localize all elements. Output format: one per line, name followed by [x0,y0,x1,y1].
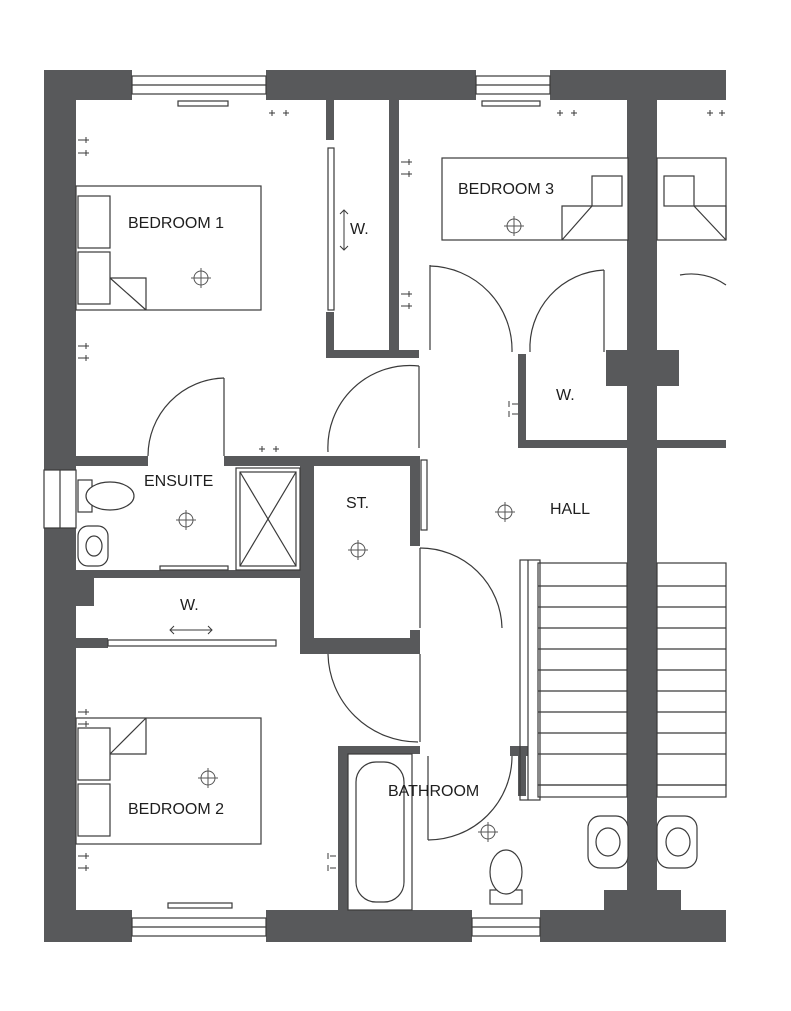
light-bed2 [198,768,218,788]
windows [43,75,551,937]
label-ensuite: ENSUITE [144,473,213,490]
doors [147,265,727,841]
label-bedroom-2: BEDROOM 2 [128,801,224,818]
furniture [75,147,727,911]
sockets [78,110,725,871]
label-wardrobe-bed1: W. [350,221,369,238]
label-hall: HALL [550,501,590,518]
label-bathroom: BATHROOM [388,783,479,800]
label-wardrobe-bed2: W. [180,597,199,614]
ceiling-lights [176,216,524,842]
label-bedroom-3: BEDROOM 3 [458,181,554,198]
label-store: ST. [346,495,369,512]
room-labels: BEDROOM 1 W. BEDROOM 3 W. ENSUITE ST. HA… [128,181,590,818]
light-store [348,540,368,560]
walls [44,70,726,942]
radiators [167,100,541,909]
light-bathroom [478,822,498,842]
light-hall [495,502,515,522]
label-wardrobe-hall: W. [556,387,575,404]
label-bedroom-1: BEDROOM 1 [128,215,224,232]
light-bed1 [191,268,211,288]
light-ensuite [176,510,196,530]
stairs [519,559,727,801]
light-bed3 [504,216,524,236]
